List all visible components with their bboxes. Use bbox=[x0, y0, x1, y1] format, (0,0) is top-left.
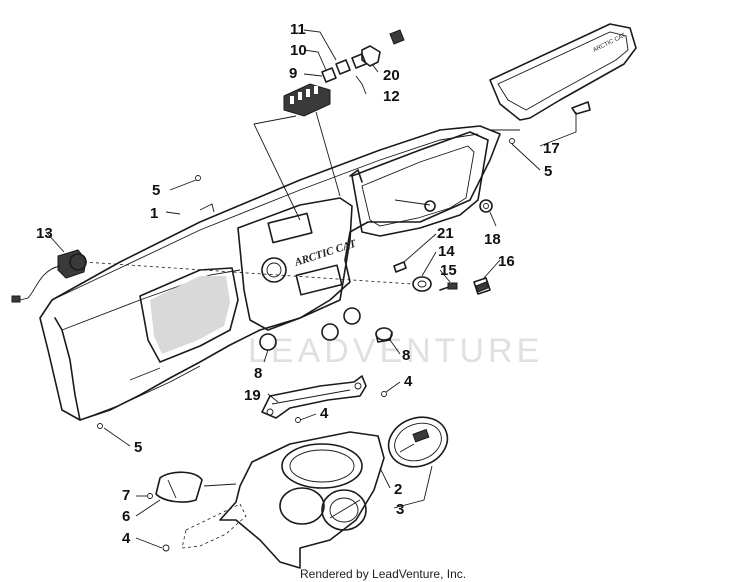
render-credit: Rendered by LeadVenture, Inc. bbox=[300, 567, 466, 581]
switch-panel bbox=[283, 83, 331, 117]
callout-1: 1 bbox=[150, 205, 158, 222]
gauge-housing bbox=[219, 431, 385, 569]
callout-15: 15 bbox=[440, 262, 457, 279]
callout-16: 16 bbox=[498, 253, 515, 270]
dashboard-panel: ARCTIC CAT bbox=[39, 125, 515, 429]
callout-11: 11 bbox=[290, 21, 306, 38]
callout-4-mid: 4 bbox=[320, 405, 329, 422]
callout-4-bottom: 4 bbox=[122, 530, 131, 547]
callout-5-top-right: 5 bbox=[544, 163, 552, 180]
callouts: 11 10 9 20 12 17 5 5 1 13 21 18 14 16 15… bbox=[36, 21, 560, 547]
speedometer-gauge bbox=[387, 416, 449, 468]
callout-5-top-left: 5 bbox=[152, 182, 160, 199]
callout-14: 14 bbox=[438, 243, 455, 260]
callout-6: 6 bbox=[122, 508, 130, 525]
callout-7: 7 bbox=[122, 487, 130, 504]
leader-lines bbox=[45, 29, 577, 549]
dash-logo: ARCTIC CAT bbox=[292, 237, 359, 269]
callout-12: 12 bbox=[383, 88, 400, 105]
cover-logo: ARCTIC CAT bbox=[592, 33, 627, 54]
callout-10: 10 bbox=[290, 42, 307, 59]
callout-5-bottom: 5 bbox=[134, 439, 142, 456]
instrument-cover: ARCTIC CAT bbox=[489, 23, 637, 121]
switch-caps bbox=[321, 29, 405, 83]
callout-3: 3 bbox=[396, 501, 404, 518]
callout-19: 19 bbox=[244, 387, 261, 404]
callout-9: 9 bbox=[289, 65, 297, 82]
ignition-switch bbox=[11, 249, 87, 303]
callout-20: 20 bbox=[383, 67, 400, 84]
callout-8-right: 8 bbox=[402, 347, 410, 364]
small-parts bbox=[375, 199, 493, 343]
callout-18: 18 bbox=[484, 231, 501, 248]
watermark: LEADVENTURE bbox=[248, 332, 543, 370]
mounting-bracket bbox=[261, 375, 387, 423]
callout-17: 17 bbox=[543, 140, 560, 157]
callout-4-right: 4 bbox=[404, 373, 413, 390]
callout-8-left: 8 bbox=[254, 365, 262, 382]
gauge-bezel bbox=[147, 471, 203, 503]
callout-2: 2 bbox=[394, 481, 402, 498]
lower-bracket bbox=[162, 503, 247, 552]
callout-13: 13 bbox=[36, 225, 53, 242]
callout-21: 21 bbox=[437, 225, 454, 242]
